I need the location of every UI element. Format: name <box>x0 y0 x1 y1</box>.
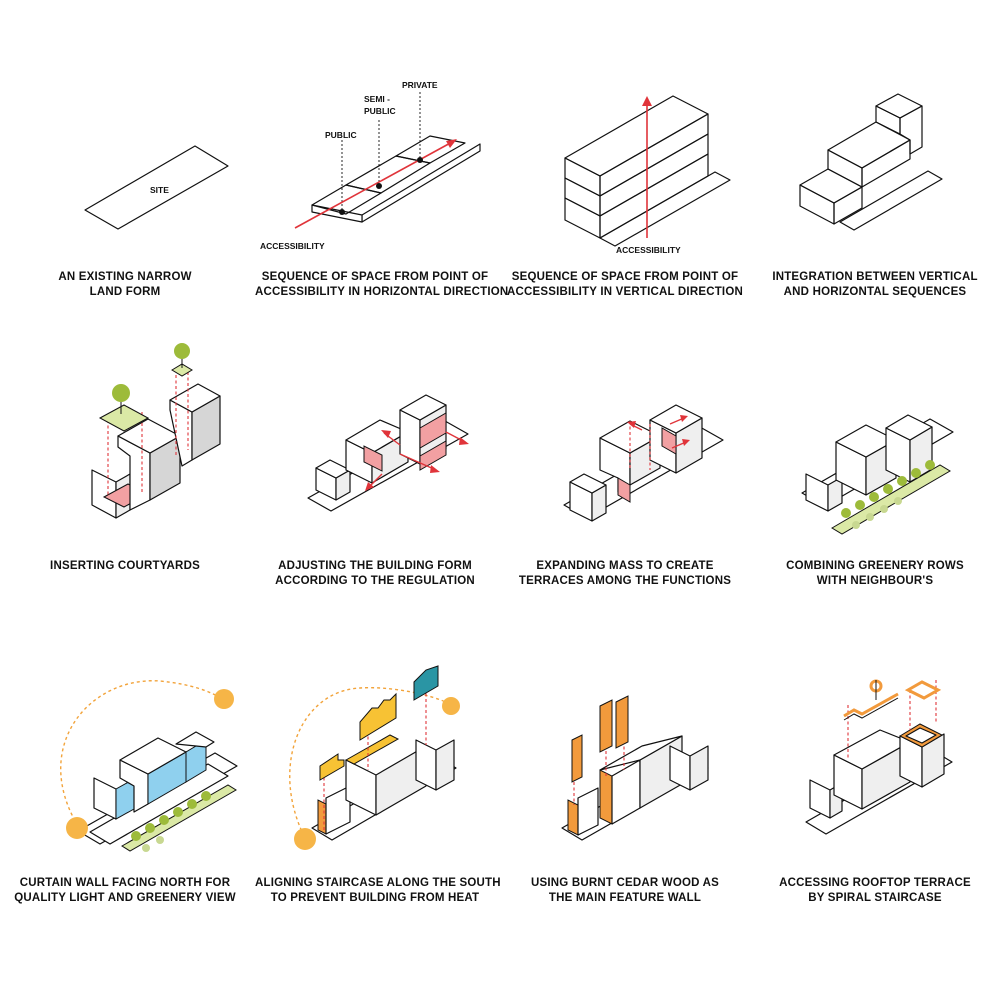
integration-drawing <box>799 93 943 231</box>
sun-icon <box>294 828 316 850</box>
panel-regulation: ADJUSTING THE BUILDING FORM ACCORDING TO… <box>250 333 500 666</box>
panel-caption: USING BURNT CEDAR WOOD AS THE MAIN FEATU… <box>531 877 719 904</box>
panel-vertical-sequence: ACCESSIBILITY SEQUENCE OF SPACE FROM POI… <box>500 0 750 333</box>
sun-icon <box>442 697 460 715</box>
greenery-drawing <box>801 414 954 535</box>
panel-caption: AN EXISTING NARROW LAND FORM <box>58 271 192 298</box>
staircase-drawing <box>289 665 460 850</box>
public-label: PUBLIC <box>325 130 357 140</box>
panel-cedar-wood: USING BURNT CEDAR WOOD AS THE MAIN FEATU… <box>500 666 750 999</box>
panel-caption: ACCESSING ROOFTOP TERRACE BY SPIRAL STAI… <box>779 877 971 904</box>
regulation-drawing <box>307 394 469 512</box>
panel-integration: INTEGRATION BETWEEN VERTICAL AND HORIZON… <box>750 0 1000 333</box>
panel-caption: ALIGNING STAIRCASE ALONG THE SOUTH TO PR… <box>255 877 501 904</box>
site-label: SITE <box>150 185 169 195</box>
panel-rooftop: ACCESSING ROOFTOP TERRACE BY SPIRAL STAI… <box>750 666 1000 999</box>
sun-icon <box>66 817 88 839</box>
curtain-wall-drawing <box>60 680 237 852</box>
site-drawing: SITE <box>84 145 229 230</box>
panel-caption: EXPANDING MASS TO CREATE TERRACES AMONG … <box>518 560 732 587</box>
panel-terraces: EXPANDING MASS TO CREATE TERRACES AMONG … <box>500 333 750 666</box>
tree-row <box>841 460 935 529</box>
panel-caption: INSERTING COURTYARDS <box>50 560 200 572</box>
vertical-sequence-drawing: ACCESSIBILITY <box>564 95 731 255</box>
panel-site: SITE AN EXISTING NARROW LAND FORM <box>0 0 250 333</box>
cedar-wood-drawing <box>561 695 709 841</box>
terraces-drawing <box>563 404 724 522</box>
semi-public-label-2: PUBLIC <box>364 106 396 116</box>
panel-caption: SEQUENCE OF SPACE FROM POINT OF ACCESSIB… <box>507 271 743 298</box>
sun-icon <box>214 689 234 709</box>
panel-caption: INTEGRATION BETWEEN VERTICAL AND HORIZON… <box>772 271 978 298</box>
panel-curtain-wall: CURTAIN WALL FACING NORTH FOR QUALITY LI… <box>0 666 250 999</box>
tree-row <box>131 791 211 852</box>
accessibility-label: ACCESSIBILITY <box>616 245 681 255</box>
private-label: PRIVATE <box>402 80 438 90</box>
panel-caption: CURTAIN WALL FACING NORTH FOR QUALITY LI… <box>14 877 236 904</box>
courtyards-drawing <box>77 343 238 845</box>
panel-greenery: COMBINING GREENERY ROWS WITH NEIGHBOUR'S <box>750 333 1000 666</box>
accessibility-label: ACCESSIBILITY <box>260 241 325 251</box>
panel-courtyards: INSERTING COURTYARDS <box>0 333 250 845</box>
panel-caption: ADJUSTING THE BUILDING FORM ACCORDING TO… <box>275 560 475 587</box>
panel-caption: COMBINING GREENERY ROWS WITH NEIGHBOUR'S <box>786 560 964 587</box>
horizontal-sequence-drawing: PUBLIC SEMI - PUBLIC PRIVATE ACCESSIBILI… <box>260 80 481 251</box>
panel-caption: SEQUENCE OF SPACE FROM POINT OF ACCESSIB… <box>255 271 509 298</box>
panel-staircase: ALIGNING STAIRCASE ALONG THE SOUTH TO PR… <box>250 665 501 999</box>
panel-horizontal-sequence: PUBLIC SEMI - PUBLIC PRIVATE ACCESSIBILI… <box>250 0 509 333</box>
semi-public-label-1: SEMI - <box>364 94 390 104</box>
rooftop-drawing <box>805 679 953 835</box>
